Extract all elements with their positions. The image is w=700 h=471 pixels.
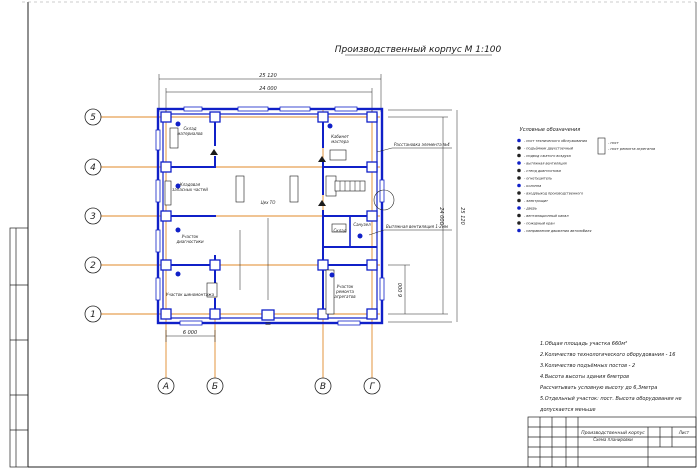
note-1: 1.Общая площадь участка 660м² [540,341,627,347]
legend-symbol [517,161,521,165]
legend-symbol [517,153,521,158]
stamp-subtitle: Схема планировки [593,437,633,442]
legend-symbol [517,198,521,203]
note-5: Рассчитывать условную высоту до 6,3метра [540,385,657,391]
column-axis-markers [157,377,381,395]
legend-right-item: - пост ремонта агрегатов [608,147,655,151]
note-3: 3.Количество подъёмных постов - 2 [540,363,635,369]
callout-leaders [368,147,452,236]
legend-symbol [517,146,521,150]
col-axis-label: Б [212,382,218,392]
legend-item: - вентиляционный канал [524,214,569,218]
callout-2: Вытяжная вентиляция 1-2мм [386,224,448,229]
wall-openings [155,106,385,326]
legend-item: - стенд диагностики [524,169,562,173]
left-side-strip [9,227,29,468]
legend-right [597,137,606,155]
legend-item: - подъёмник двухстоечный [524,147,574,151]
legend-items: - пост технического обслуживания - подъём… [517,138,591,233]
legend-symbol [517,138,521,143]
legend-item: - электрощит [524,199,549,203]
drawing-title: Производственный корпус М 1:100 [335,45,502,55]
row-axis-label: 4 [90,163,96,173]
dim-bottom-left: 6 000 [183,330,197,336]
note-7: допускается меньше [539,407,596,413]
legend-item: - направление движения автомобиля [524,229,591,233]
dim-right-overall: 25 120 [459,207,465,225]
legend-symbol [517,176,521,180]
row-axis-label: 2 [90,261,96,271]
callout-1: Расстановка элемента №4 [394,142,450,147]
legend-symbol [517,168,521,173]
row-axis-markers [84,108,102,323]
legend-item: - вытяжная вентиляция [524,162,567,166]
col-axis-label: А [162,382,169,392]
equipment-dividers [239,181,361,300]
legend-symbol [517,191,521,195]
dim-overall-top: 25 120 [259,73,277,79]
dimension-lines [158,74,458,342]
room-label-r9: Санузел [353,222,371,227]
note-6: 5.Отдельный участок: пост. Высота оборуд… [540,396,682,402]
row-axis-label: 3 [90,212,96,222]
col-axis-label: В [320,382,326,392]
arrow-marks [210,149,326,206]
room-label-r6: Склад [334,228,347,233]
dim-right-lower: 6 000 [398,283,404,297]
room-label-r4: Цех ТО [261,200,276,205]
stamp-title: Производственный корпус [581,430,645,436]
legend-item: - вход/выход производственного [524,192,583,196]
stamp-sheet: Лист [678,430,690,435]
gate-mark: = [265,319,272,328]
note-4: 4.Высота высоты здания 6метров [540,374,629,380]
legend-symbol [517,213,521,218]
legend-item: - пост технического обслуживания [524,139,587,143]
legend-symbol [517,206,521,210]
dim-inner-top: 24 000 [259,86,277,92]
title-block [527,416,697,468]
legend-symbol [517,183,521,188]
legend-item: - колонна [524,184,541,188]
room-label-r7: Участок шиномонтажа [166,292,215,297]
legend-item: - подвод сжатого воздуха [524,154,571,158]
col-axis-label: Г [369,382,375,392]
detail-callout-circle [373,189,395,211]
legend-item: - пожарный кран [524,222,555,226]
symbols [175,121,363,278]
dim-right-inner: 24 000 [438,207,444,225]
legend-right-item: - пост [608,141,620,145]
row-axis-label: 5 [90,113,96,123]
legend-symbol [517,228,521,233]
note-2: 2.Количество технологического оборудован… [540,352,675,358]
row-axis-label: 1 [90,310,96,320]
legend-item: - дверь [524,207,537,211]
legend-title: Условные обозначения [520,127,581,133]
legend-item: - огнетушитель [524,177,552,181]
legend-symbol [517,221,521,225]
building-columns [160,111,378,321]
